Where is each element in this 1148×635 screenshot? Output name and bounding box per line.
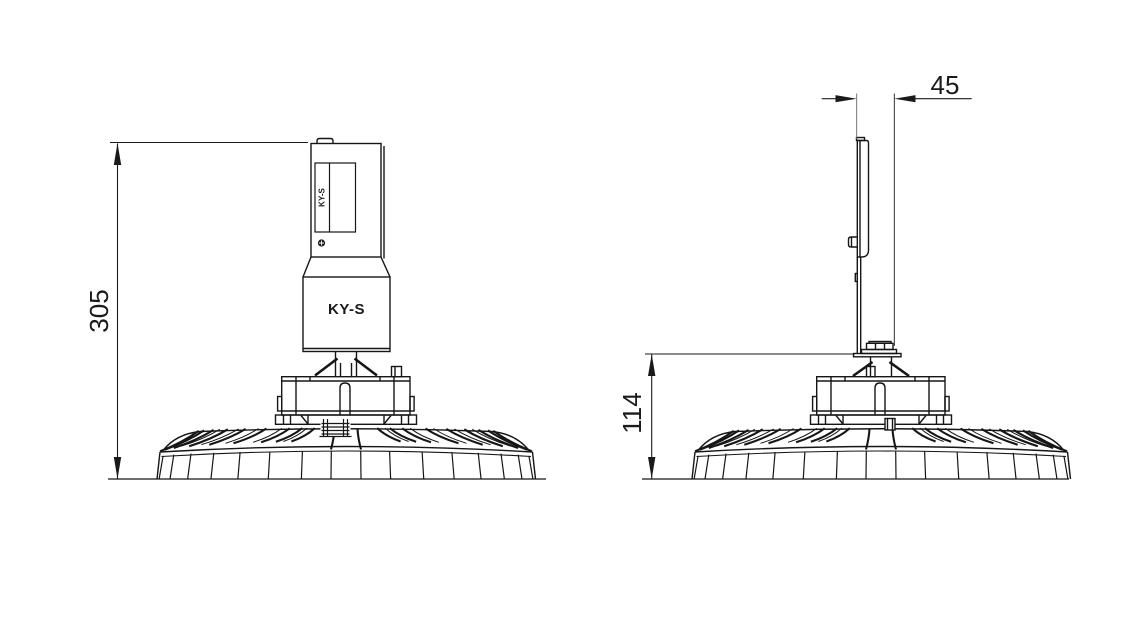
dimension-114-label: 114 xyxy=(617,392,647,433)
front-view xyxy=(108,137,546,481)
dimension-45-label: 45 xyxy=(931,70,960,100)
nameplate-label: KY-S xyxy=(318,188,327,207)
dimension-mount-height xyxy=(645,353,855,479)
dimension-bracket-offset xyxy=(821,93,972,346)
heatsink-side xyxy=(690,375,1072,481)
dimension-overall-height xyxy=(110,141,308,479)
side-view xyxy=(642,136,1072,481)
dimension-305-label: 305 xyxy=(84,289,114,332)
product-label: KY-S xyxy=(328,301,365,318)
